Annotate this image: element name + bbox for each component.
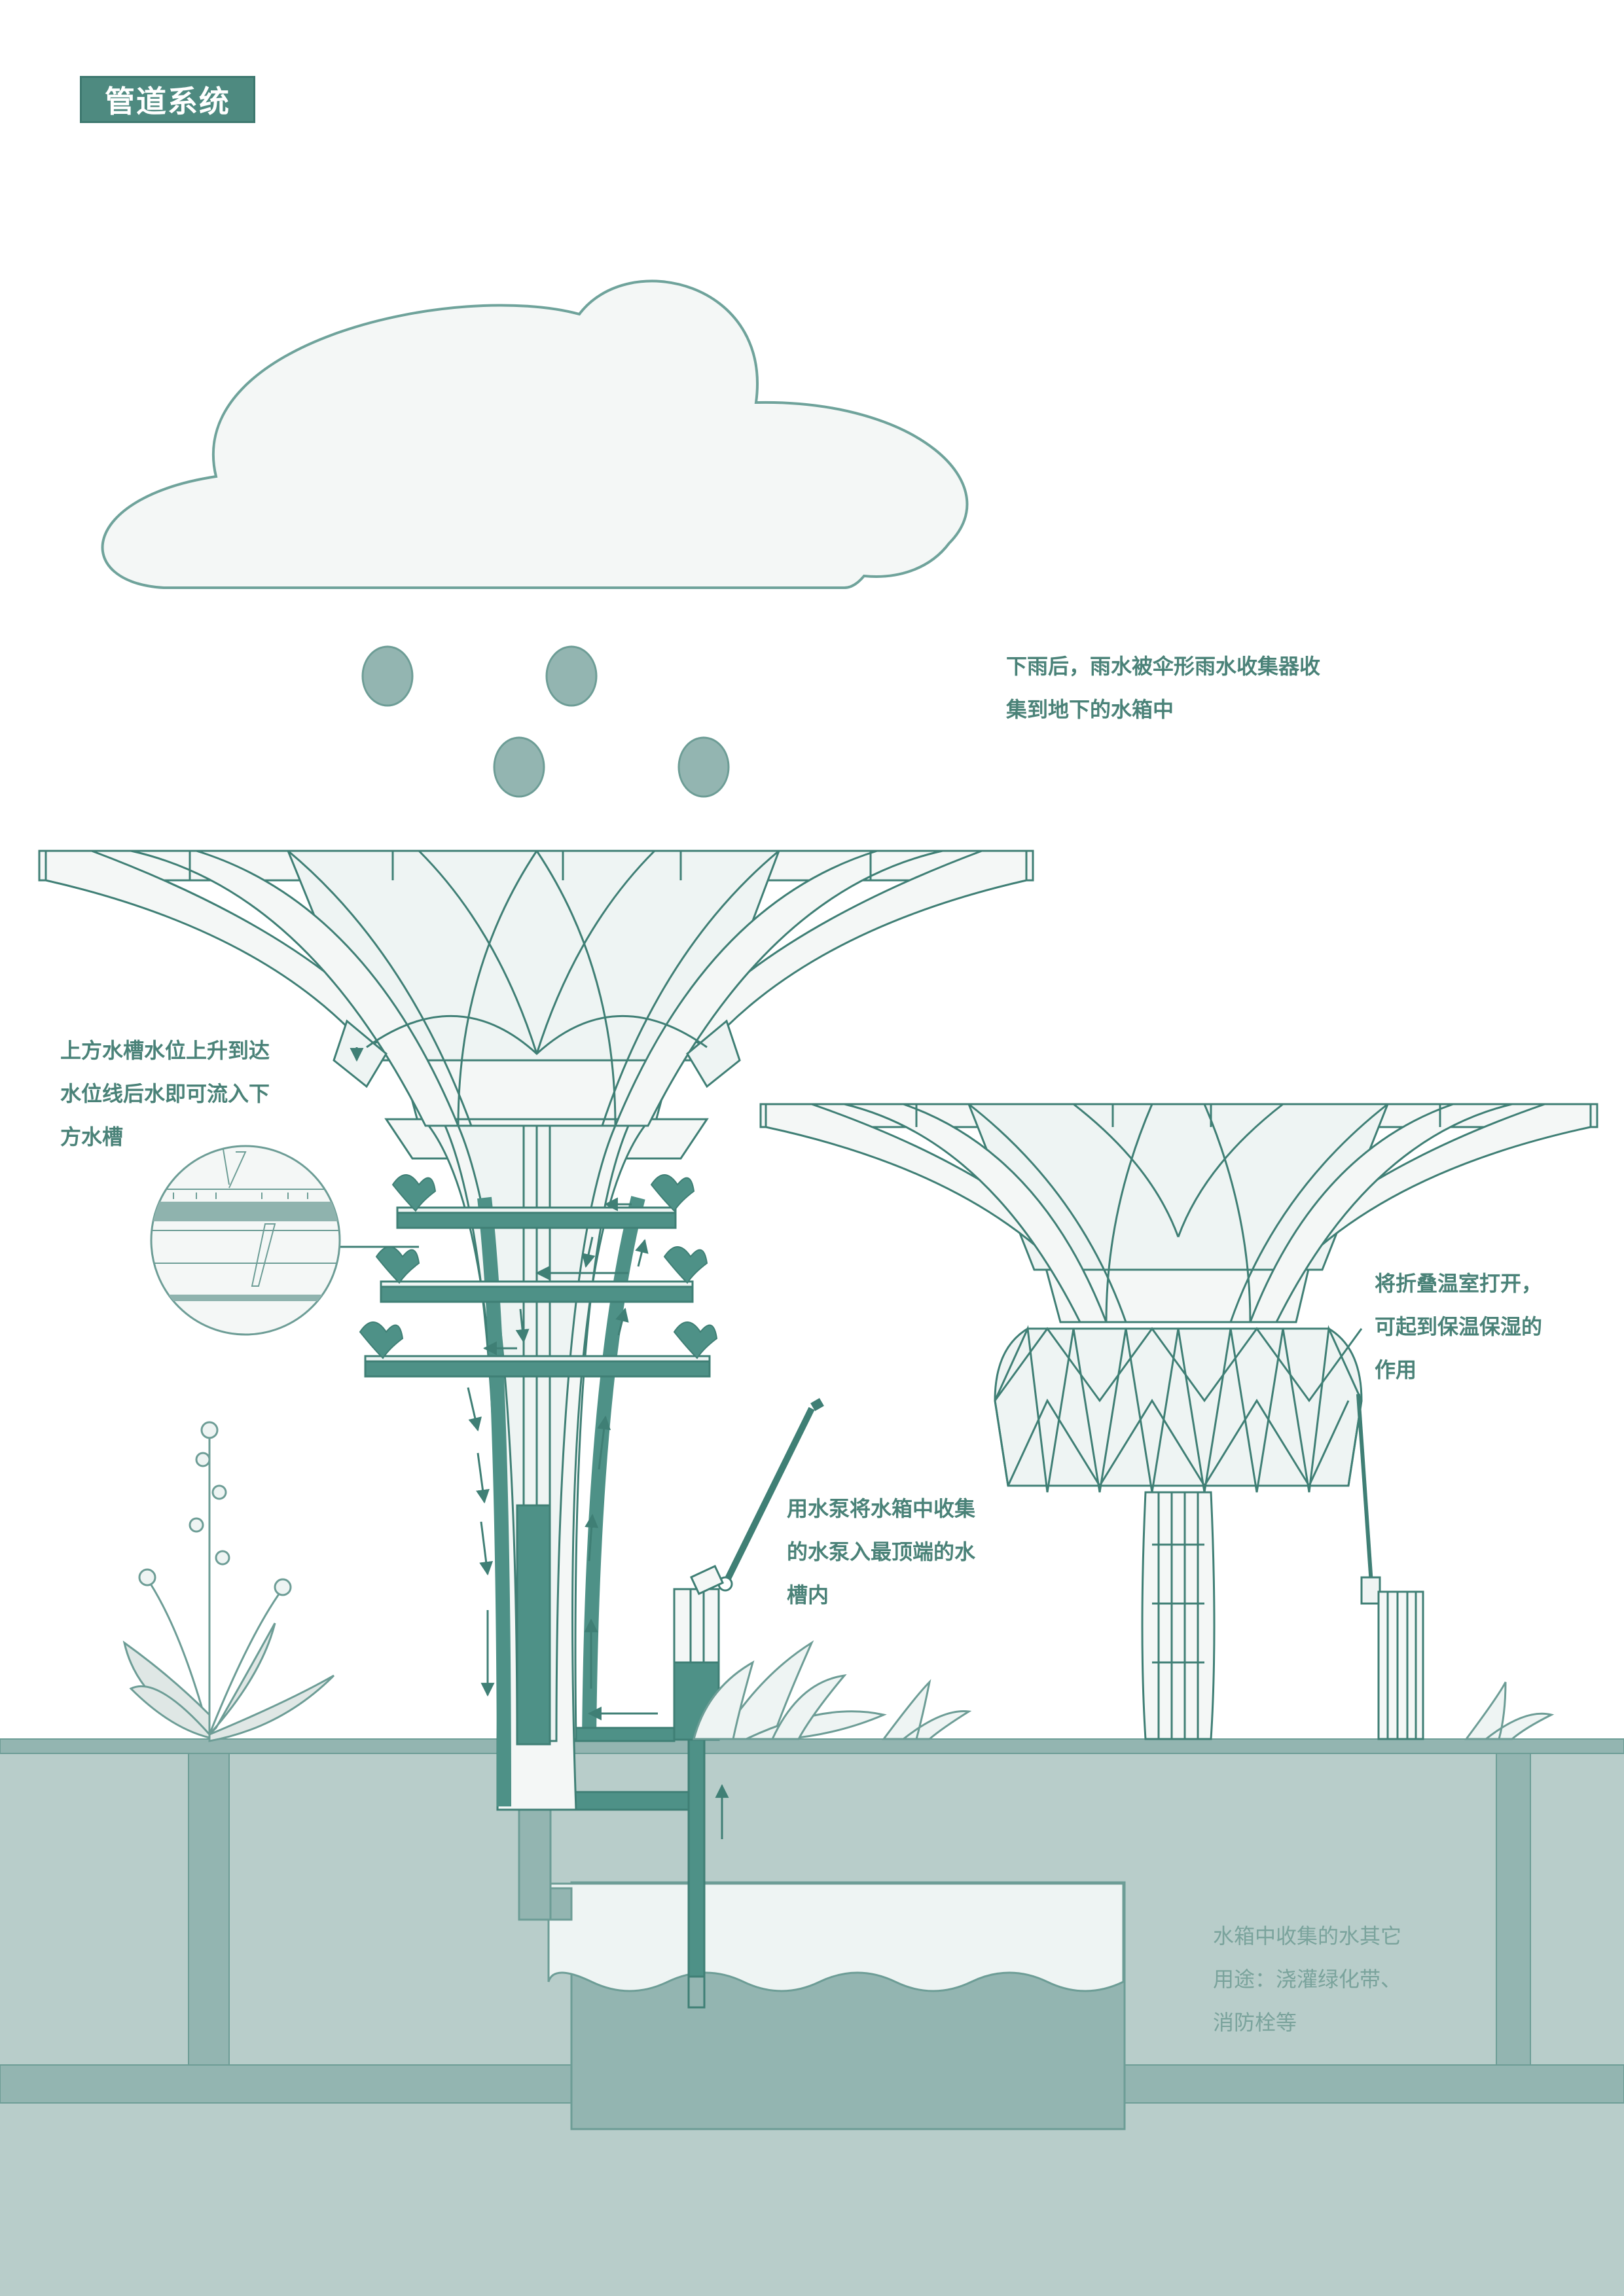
note-line: 水位线后水即可流入下: [60, 1081, 270, 1106]
note-line: 用水泵将水箱中收集: [787, 1496, 976, 1521]
underground-water-tank: [547, 1881, 1126, 2130]
cloud: [101, 279, 969, 589]
page-title: 管道系统: [80, 76, 255, 123]
note-pump: 用水泵将水箱中收集 的水泵入最顶端的水 槽内: [787, 1487, 975, 1617]
note-tank-use: 水箱中收集的水其它 用途：浇灌绿化带、 消防栓等: [1213, 1914, 1401, 2044]
note-line: 上方水槽水位上升到达: [60, 1038, 270, 1063]
note-line: 槽内: [787, 1583, 829, 1607]
note-line: 的水泵入最顶端的水: [787, 1539, 976, 1564]
note-overflow: 上方水槽水位上升到达 水位线后水即可流入下 方水槽: [60, 1029, 270, 1158]
note-line: 集到地下的水箱中: [1006, 697, 1174, 722]
tray-plants: [359, 1174, 718, 1359]
note-line: 方水槽: [60, 1124, 124, 1149]
note-rain-collection: 下雨后，雨水被伞形雨水收集器收 集到地下的水箱中: [1006, 645, 1320, 731]
note-line: 消防栓等: [1213, 2010, 1297, 2035]
note-line: 作用: [1375, 1357, 1417, 1382]
ground-plants: [122, 1421, 1555, 1742]
note-greenhouse: 将折叠温室打开， 可起到保温保湿的 作用: [1375, 1262, 1542, 1391]
note-line: 水箱中收集的水其它: [1213, 1924, 1402, 1948]
umbrella-rain-collector-left: [38, 850, 1034, 1811]
note-line: 用途：浇灌绿化带、: [1213, 1967, 1402, 1992]
note-line: 下雨后，雨水被伞形雨水收集器收: [1006, 654, 1321, 679]
note-line: 将折叠温室打开，: [1375, 1271, 1543, 1296]
flow-arrows: [350, 1047, 658, 1721]
note-line: 可起到保温保湿的: [1375, 1314, 1543, 1339]
water-level-detail-lens: [150, 1145, 419, 1336]
umbrella-greenhouse-right: [759, 1103, 1598, 1740]
rain-drops: [361, 645, 730, 798]
